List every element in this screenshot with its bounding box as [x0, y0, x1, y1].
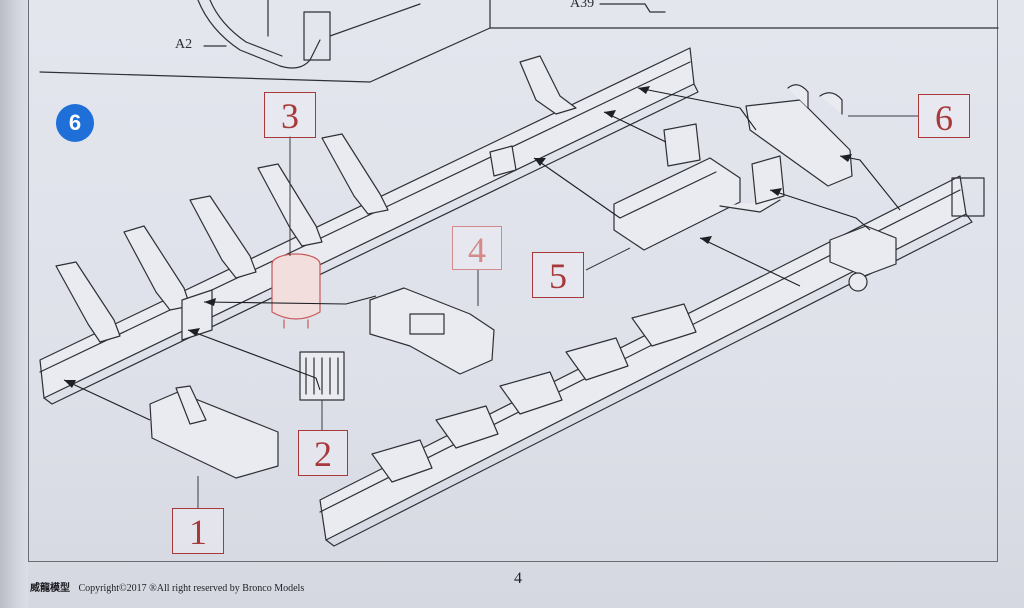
rear-shackle-bracket: [829, 225, 897, 292]
callout-part-5: 5: [532, 252, 584, 298]
previous-step-cradle-part: [197, 0, 421, 69]
footer-brand-cn: 威龍模型: [30, 583, 70, 594]
part-6-rear-cross-member: [745, 84, 853, 187]
part-label-a39: A39: [570, 0, 595, 11]
callout-part-1: 1: [172, 508, 224, 554]
callout-part-2: 2: [298, 430, 348, 476]
footer-copyright: 威龍模型 Copyright©2017 ®All right reserved …: [30, 579, 304, 594]
page-number: 4: [514, 570, 522, 587]
callout-part-4: 4: [452, 226, 502, 270]
step-number-badge: 6: [56, 104, 94, 142]
page-binding-shadow: [0, 0, 28, 608]
part-1-cross-member: [149, 385, 279, 479]
footer-copyright-text: Copyright©2017 ®All right reserved by Br…: [78, 583, 305, 594]
callout-part-3: 3: [264, 92, 316, 138]
callout-leader-lines: [197, 115, 918, 508]
assembly-arrows: [63, 87, 901, 421]
part-3-tank: [271, 253, 321, 329]
part-label-a2: A2: [175, 37, 193, 52]
a39-leader-line: [599, 3, 666, 13]
lower-suspension-brackets: [371, 303, 697, 483]
step-frame: [28, 0, 998, 562]
part-2-radiator-block: [299, 351, 345, 401]
callout-part-6: 6: [918, 94, 970, 138]
assembly-arrowheads: [64, 86, 852, 388]
part-4-hanger-bracket: [369, 287, 495, 375]
previous-step-divider: [39, 27, 999, 83]
part-5-cross-tray: [613, 157, 781, 251]
